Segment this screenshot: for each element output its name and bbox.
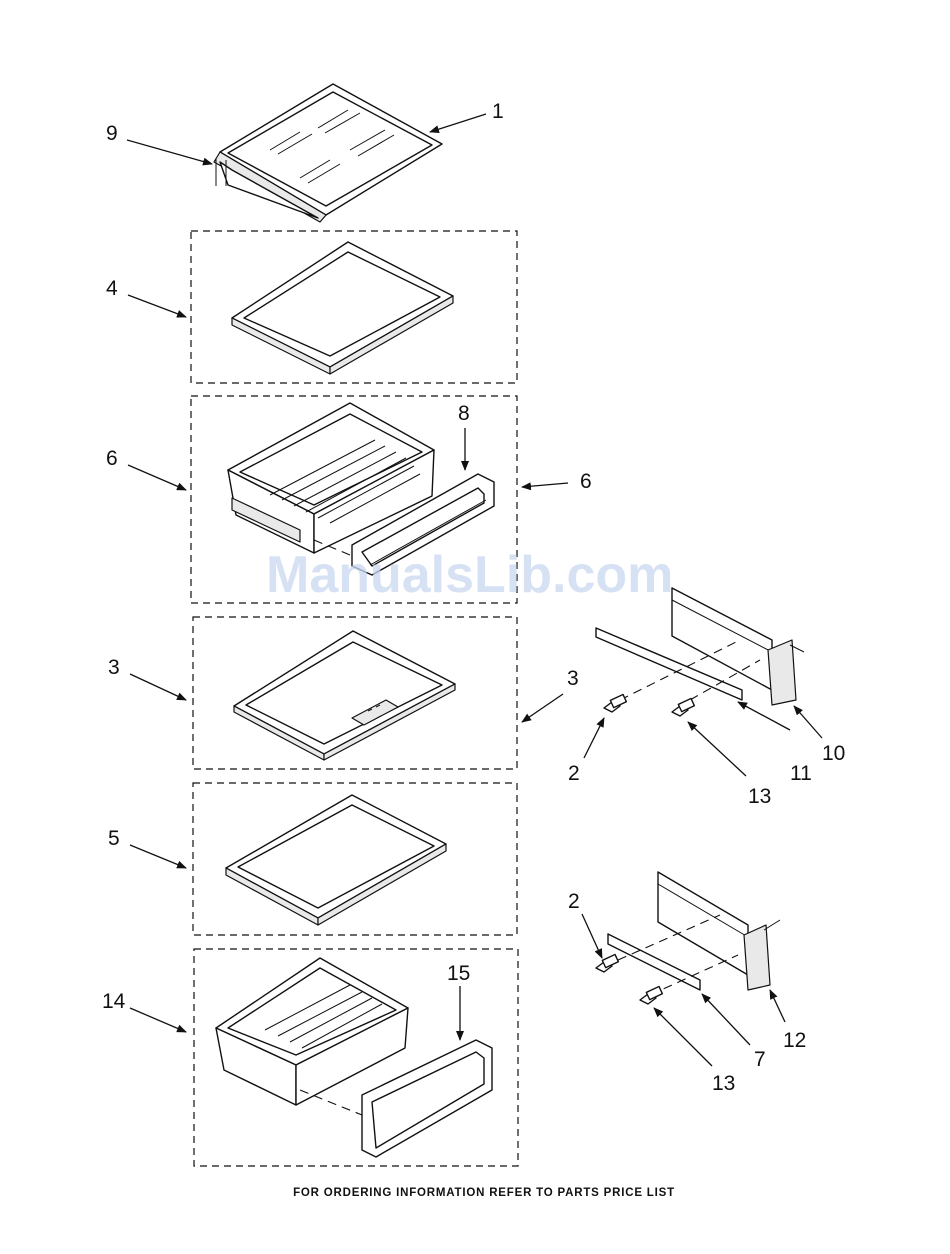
label-15: 15 [447,962,470,985]
label-2-upper: 2 [568,762,580,785]
assembly-lower-hardware [596,872,780,1004]
assembly-upper-hardware [596,588,804,716]
label-1: 1 [492,100,504,123]
label-11: 11 [790,762,812,785]
label-2-lower: 2 [568,890,580,913]
label-13-lower: 13 [712,1072,735,1095]
label-12: 12 [783,1029,806,1052]
label-14: 14 [102,990,126,1013]
screw-13-lower [640,986,662,1004]
part-4-shelf [232,242,453,374]
part-1-glass-shelf [214,84,442,222]
screw-2-lower [596,954,618,972]
label-3-right: 3 [567,667,579,690]
label-6-right: 6 [580,470,592,493]
part-5-shelf [226,795,446,925]
watermark: ManualsLib.com [266,546,673,604]
footer-note: FOR ORDERING INFORMATION REFER TO PARTS … [293,1187,675,1199]
label-4: 4 [106,277,118,300]
screw-13-upper [672,698,694,716]
label-5: 5 [108,827,120,850]
label-13-upper: 13 [748,785,771,808]
label-8: 8 [458,402,470,425]
screw-2-upper [604,694,626,712]
label-10: 10 [822,742,845,765]
label-6-left: 6 [106,447,118,470]
label-9: 9 [106,122,118,145]
part-3-shelf [234,631,455,760]
label-3-left: 3 [108,656,120,679]
label-7: 7 [754,1048,766,1071]
